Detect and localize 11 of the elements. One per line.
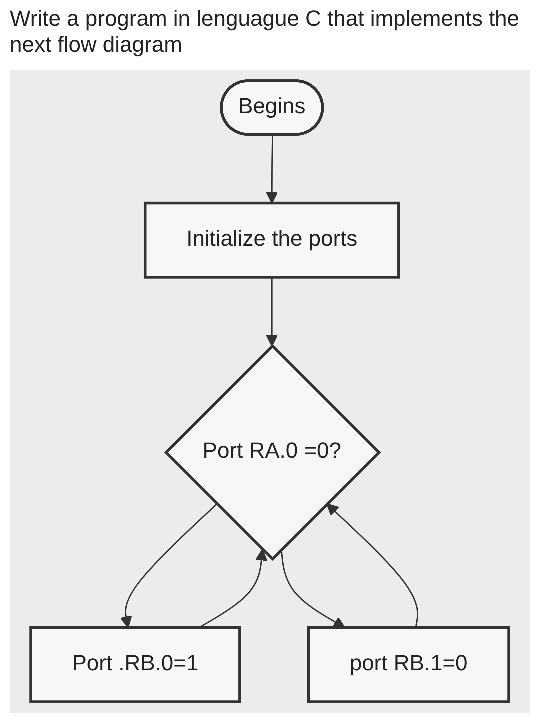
title: Write a program in lenguague C that implements the next flow diagram bbox=[9, 5, 521, 59]
arrow bbox=[198, 549, 268, 628]
arrow bbox=[280, 550, 346, 628]
arrow bbox=[266, 135, 278, 204]
node-diamond: Port RA.0 =0? bbox=[164, 344, 382, 562]
arrow bbox=[120, 504, 218, 628]
node-box: port RB.1=0 bbox=[307, 626, 510, 704]
arrow bbox=[266, 277, 278, 347]
arrow bbox=[326, 504, 419, 628]
node-box: Initialize the ports bbox=[144, 202, 400, 279]
node-box: Port .RB.0=1 bbox=[30, 626, 242, 704]
